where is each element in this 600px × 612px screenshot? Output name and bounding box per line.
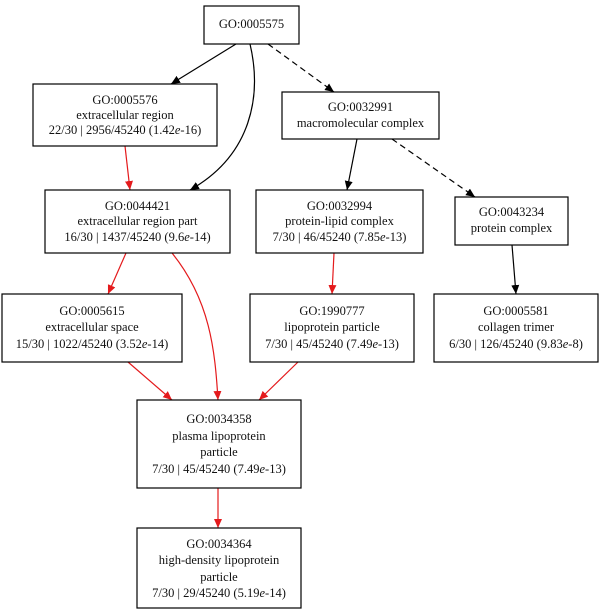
node-label: 6/30 | 126/45240 (9.83e-8) — [449, 337, 583, 351]
node-label: GO:0043234 — [479, 205, 545, 219]
edge-GO0032991-GO0043234 — [391, 138, 476, 198]
node-GO1990777[interactable]: GO:1990777 lipoprotein particle 7/30 | 4… — [249, 293, 415, 363]
edge-GO0044421-GO0034358 — [171, 252, 222, 401]
edge-GO0044421-GO0005615 — [107, 252, 127, 295]
node-label: GO:1990777 — [299, 304, 364, 318]
node-label: high-density lipoprotein — [159, 553, 280, 567]
node-GO0032991[interactable]: GO:0032991 macromolecular complex — [281, 91, 440, 140]
node-label: 7/30 | 45/45240 (7.49e-13) — [152, 462, 286, 476]
node-label: particle — [200, 570, 238, 584]
edge-GO0005576-GO0044421 — [124, 145, 133, 191]
node-label: GO:0044421 — [105, 199, 170, 213]
node-GO0044421[interactable]: GO:0044421 extracellular region part 16/… — [44, 189, 231, 254]
node-GO0043234[interactable]: GO:0043234 protein complex — [454, 196, 569, 246]
node-GO0005615[interactable]: GO:0005615 extracellular space 15/30 | 1… — [1, 293, 183, 363]
node-label: particle — [200, 445, 238, 459]
edge-GO1990777-GO0034358 — [258, 361, 299, 401]
node-label: collagen trimer — [478, 320, 555, 334]
node-GO0005581[interactable]: GO:0005581 collagen trimer 6/30 | 126/45… — [433, 293, 599, 363]
node-label: GO:0005581 — [483, 304, 548, 318]
edge-GO0032994-GO1990777 — [328, 252, 337, 295]
node-label: GO:0032991 — [328, 100, 393, 114]
node-label: GO:0005576 — [92, 93, 157, 107]
edge-GO0043234-GO0005581 — [511, 244, 520, 295]
node-label: protein complex — [471, 221, 553, 235]
node-label: GO:0005575 — [219, 17, 284, 31]
edge-GO0005575-GO0005576 — [170, 43, 237, 85]
edge-GO0032991-GO0032994 — [344, 138, 358, 191]
node-label: GO:0034364 — [186, 537, 252, 551]
node-GO0034358[interactable]: GO:0034358 plasma lipoprotein particle 7… — [136, 399, 302, 489]
node-GO0005575[interactable]: GO:0005575 — [203, 5, 300, 45]
node-GO0032994[interactable]: GO:0032994 protein-lipid complex 7/30 | … — [255, 189, 424, 254]
node-label: lipoprotein particle — [284, 320, 380, 334]
node-label: 7/30 | 45/45240 (7.49e-13) — [265, 337, 399, 351]
node-label: 7/30 | 29/45240 (5.19e-14) — [152, 586, 286, 600]
edges-layer — [107, 43, 520, 528]
node-GO0034364[interactable]: GO:0034364 high-density lipoprotein part… — [136, 527, 302, 609]
edge-GO0005575-GO0044421 — [189, 43, 255, 191]
edge-GO0005615-GO0034358 — [127, 361, 173, 401]
node-label: 7/30 | 46/45240 (7.85e-13) — [273, 230, 407, 244]
node-label: extracellular region — [76, 108, 174, 122]
nodes-layer: GO:0005575 GO:0005576 extracellular regi… — [1, 5, 599, 609]
node-label: protein-lipid complex — [285, 214, 394, 228]
node-label: GO:0034358 — [186, 412, 251, 426]
node-label: 15/30 | 1022/45240 (3.52e-14) — [16, 337, 169, 351]
node-label: plasma lipoprotein — [172, 429, 266, 443]
node-label: 16/30 | 1437/45240 (9.6e-14) — [64, 230, 210, 244]
node-GO0005576[interactable]: GO:0005576 extracellular region 22/30 | … — [32, 83, 218, 147]
node-label: GO:0032994 — [307, 199, 373, 213]
node-label: 22/30 | 2956/45240 (1.42e-16) — [49, 123, 202, 137]
node-label: GO:0005615 — [59, 304, 124, 318]
node-label: macromolecular complex — [297, 116, 425, 130]
edge-GO0005575-GO0032991 — [267, 43, 335, 93]
node-label: extracellular space — [45, 320, 139, 334]
node-label: extracellular region part — [77, 214, 198, 228]
